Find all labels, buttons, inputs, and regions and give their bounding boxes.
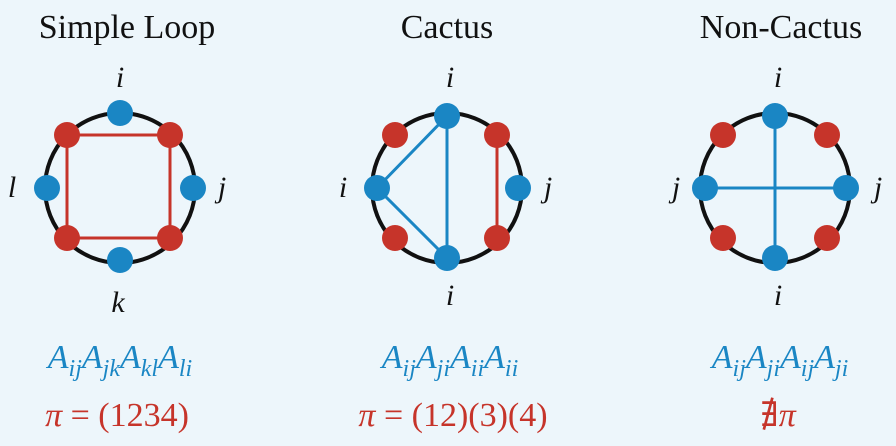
red-node [710,122,736,148]
red-node [484,122,510,148]
red-node [710,225,736,251]
vertex-label-bottom: i [774,279,782,312]
red-node [382,225,408,251]
red-node [814,225,840,251]
blue-node-right [833,175,859,201]
red-node [54,225,80,251]
blue-node-right [180,175,206,201]
red-node [382,122,408,148]
panel-title: Cactus [401,9,494,46]
panel-cactus: Cactus i j i i AijAjiAiiAii π = (12)(3)(… [339,9,552,434]
formula: AijAjkAklAli [46,339,192,382]
formula: AijAjiAiiAii [380,339,519,382]
blue-node-bottom [762,245,788,271]
vertex-label-left: j [668,171,680,204]
blue-node-top [762,103,788,129]
vertex-label-bottom: i [446,279,454,312]
blue-node-left [34,175,60,201]
permutation: ∄π [760,397,796,434]
vertex-label-right: j [870,171,882,204]
vertex-label-left: i [339,171,347,204]
vertex-label-top: i [446,61,454,94]
formula: AijAjiAijAji [710,339,849,382]
panel-title: Non-Cactus [700,9,862,46]
blue-node-left [692,175,718,201]
blue-node-left [364,175,390,201]
red-node [484,225,510,251]
panel-title: Simple Loop [39,9,216,46]
red-node [814,122,840,148]
blue-node-top [107,100,133,126]
vertex-label-right: j [540,171,552,204]
permutation: π = (1234) [45,397,189,434]
blue-node-right [505,175,531,201]
vertex-label-top: i [116,61,124,94]
red-node [54,122,80,148]
blue-node-bottom [107,247,133,273]
permutation: π = (12)(3)(4) [358,397,547,434]
vertex-label-bottom: k [111,286,125,319]
red-node [157,122,183,148]
vertex-label-left: l [8,171,16,204]
panel-simple-loop: Simple Loop i j k l AijAjkAklAli π = (12… [8,9,226,434]
panel-non-cactus: Non-Cactus i j i j AijAjiAijAji ∄π [668,9,882,434]
blue-node-top [434,103,460,129]
red-node [157,225,183,251]
vertex-label-right: j [214,171,226,204]
vertex-label-top: i [774,61,782,94]
blue-edges [374,114,449,262]
red-square-edges [65,133,172,240]
blue-node-bottom [434,245,460,271]
